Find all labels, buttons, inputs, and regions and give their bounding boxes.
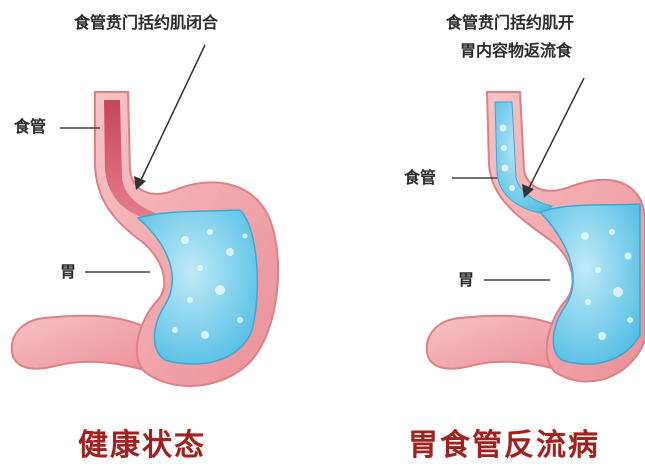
left-caption-healthy: 健康状态 (78, 420, 206, 464)
right-sphincter-open-label: 食管贲门括约肌开 (446, 13, 574, 33)
left-gastric-fluid (138, 210, 257, 364)
left-sphincter-closed-label: 食管贲门括约肌闭合 (74, 13, 218, 33)
healthy-stomach (12, 45, 278, 386)
gerd-stomach (427, 78, 645, 382)
left-duodenum (12, 316, 150, 372)
right-caption-gerd: 胃食管反流病 (408, 420, 600, 464)
left-esophagus-label: 食管 (14, 117, 46, 137)
right-reflux-label: 胃内容物返流食 (460, 41, 572, 61)
left-stomach-label: 胃 (60, 262, 76, 282)
right-stomach-label: 胃 (458, 270, 474, 290)
right-duodenum (427, 316, 565, 372)
right-esophagus-label: 食管 (404, 168, 436, 188)
right-gastric-fluid (540, 204, 640, 364)
